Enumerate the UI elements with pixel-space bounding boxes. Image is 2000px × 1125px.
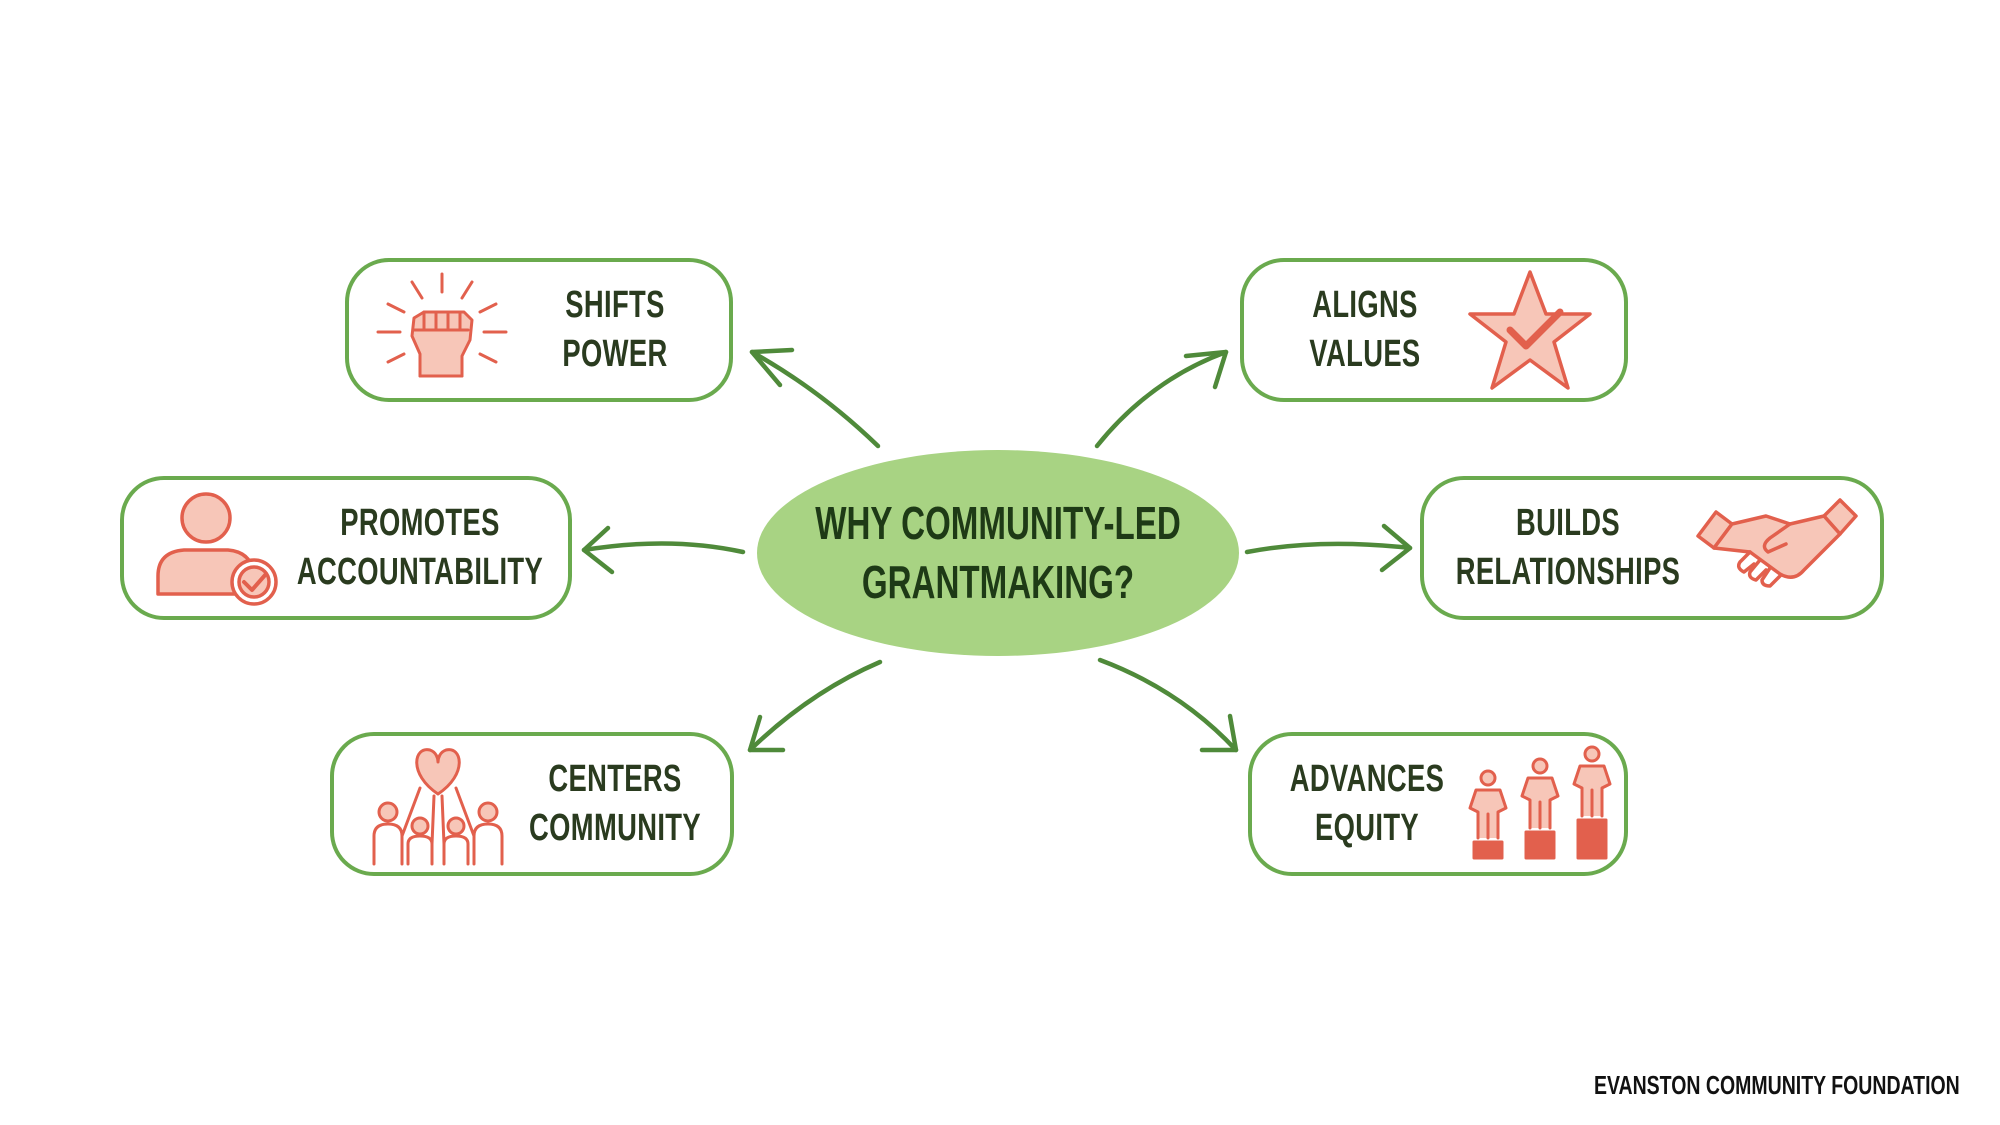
node-aligns-values-label: ALIGNS VALUES: [1309, 283, 1421, 375]
center-ellipse: [757, 450, 1239, 656]
node-shifts-power-label: SHIFTS POWER: [562, 283, 668, 375]
node-centers-community: [330, 732, 734, 876]
arrow-to-advances-equity: [1097, 657, 1239, 753]
node-centers-community-label: CENTERS COMMUNITY: [529, 757, 701, 849]
center-title: WHY COMMUNITY-LED GRANTMAKING?: [815, 450, 1181, 656]
center-title-line1: WHY COMMUNITY-LED: [815, 497, 1181, 550]
node-advances-equity: [1248, 732, 1628, 876]
equity-podium-icon: [1468, 745, 1612, 860]
person-check-icon: [156, 492, 278, 606]
center-title-line2: GRANTMAKING?: [861, 556, 1135, 608]
node-shifts-power: [345, 258, 733, 402]
handshake-icon: [1696, 498, 1858, 588]
arrow-to-builds-relationships: [1244, 523, 1413, 573]
arrow-to-aligns-values: [1094, 349, 1229, 449]
footer-organization: EVANSTON COMMUNITY FOUNDATION: [1594, 1070, 1960, 1100]
raised-fist-icon: [376, 272, 508, 378]
arrow-to-centers-community: [747, 659, 883, 753]
community-heart-icon: [372, 748, 504, 866]
node-builds-relationships: [1420, 476, 1884, 620]
arrow-to-shifts-power: [749, 347, 881, 449]
star-check-icon: [1468, 270, 1592, 390]
node-advances-equity-label: ADVANCES EQUITY: [1289, 757, 1445, 849]
node-promotes-accountability-label: PROMOTES ACCOUNTABILITY: [296, 501, 544, 593]
arrow-to-promotes-accountability: [581, 525, 746, 575]
node-builds-relationships-label: BUILDS RELATIONSHIPS: [1455, 501, 1681, 593]
